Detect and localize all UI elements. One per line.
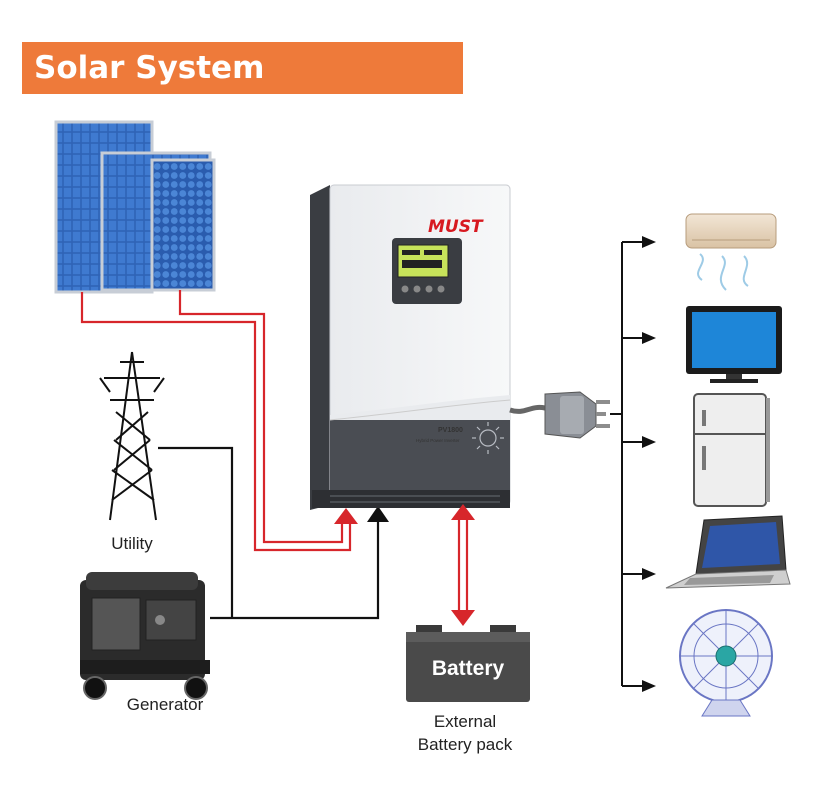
- external-battery-label-line2: Battery pack: [417, 735, 513, 754]
- page-title: Solar System Connection: [22, 42, 463, 138]
- inverter-unit-icon: MUST PV1800 Hybrid Power Inverter: [310, 184, 511, 510]
- load-arrows: [642, 236, 656, 692]
- ac-wire: [158, 446, 380, 620]
- ac-input-arrow: [367, 506, 389, 522]
- fan-icon: [679, 609, 773, 717]
- inverter-model: PV1800: [438, 427, 463, 434]
- television-icon: [686, 306, 782, 383]
- inverter-brand: MUST: [428, 217, 484, 237]
- ac-output-plug-icon: [509, 391, 610, 439]
- battery-icon: Battery: [406, 625, 530, 702]
- inverter-subtitle: Hybrid Power Inverter: [416, 438, 460, 443]
- load-bus: [610, 241, 644, 687]
- refrigerator-icon: [693, 393, 770, 507]
- pv-input-arrow: [334, 508, 358, 524]
- laptop-icon: [665, 515, 791, 589]
- battery-label: Battery: [432, 657, 505, 680]
- utility-label: Utility: [111, 534, 153, 553]
- generator-icon: [80, 572, 210, 700]
- pv-wire: [80, 290, 352, 552]
- external-battery-label-line1: External: [433, 712, 497, 731]
- battery-link-arrow: [451, 504, 475, 626]
- air-conditioner-icon: [685, 213, 777, 291]
- utility-tower-icon: [99, 351, 165, 521]
- solar-panels-icon: [54, 120, 216, 294]
- generator-label: Generator: [126, 695, 204, 714]
